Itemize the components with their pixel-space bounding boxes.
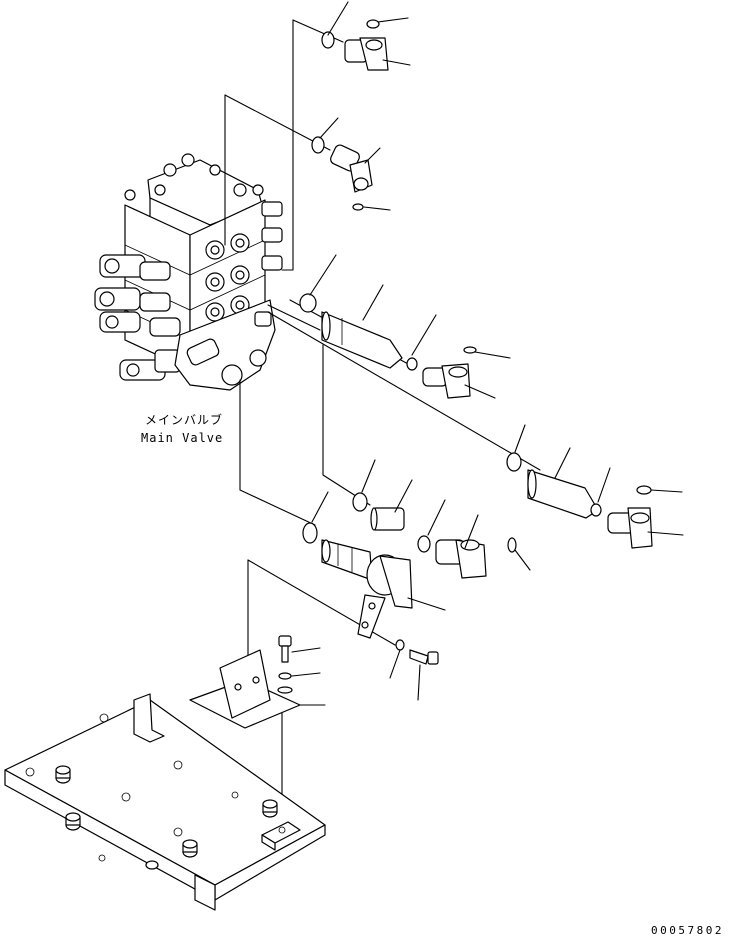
main-valve-label-en: Main Valve	[141, 431, 223, 445]
elbow-fitting-2	[311, 117, 391, 211]
elbow-fitting-4	[607, 485, 684, 549]
long-fitting-2	[506, 424, 611, 519]
main-valve-label-jp: メインバルブ	[145, 412, 223, 427]
elbow-fitting-1	[321, 1, 411, 71]
bolts-washers	[277, 635, 439, 701]
main-valve-assembly	[94, 153, 283, 391]
elbow-fitting-3	[422, 346, 511, 399]
lower-fittings	[352, 459, 531, 579]
base-plate	[4, 693, 326, 911]
long-fitting-1	[299, 254, 437, 371]
drawing-code: 00057802	[651, 924, 724, 937]
bracket-fitting	[302, 491, 446, 639]
mounting-bracket	[189, 649, 326, 729]
